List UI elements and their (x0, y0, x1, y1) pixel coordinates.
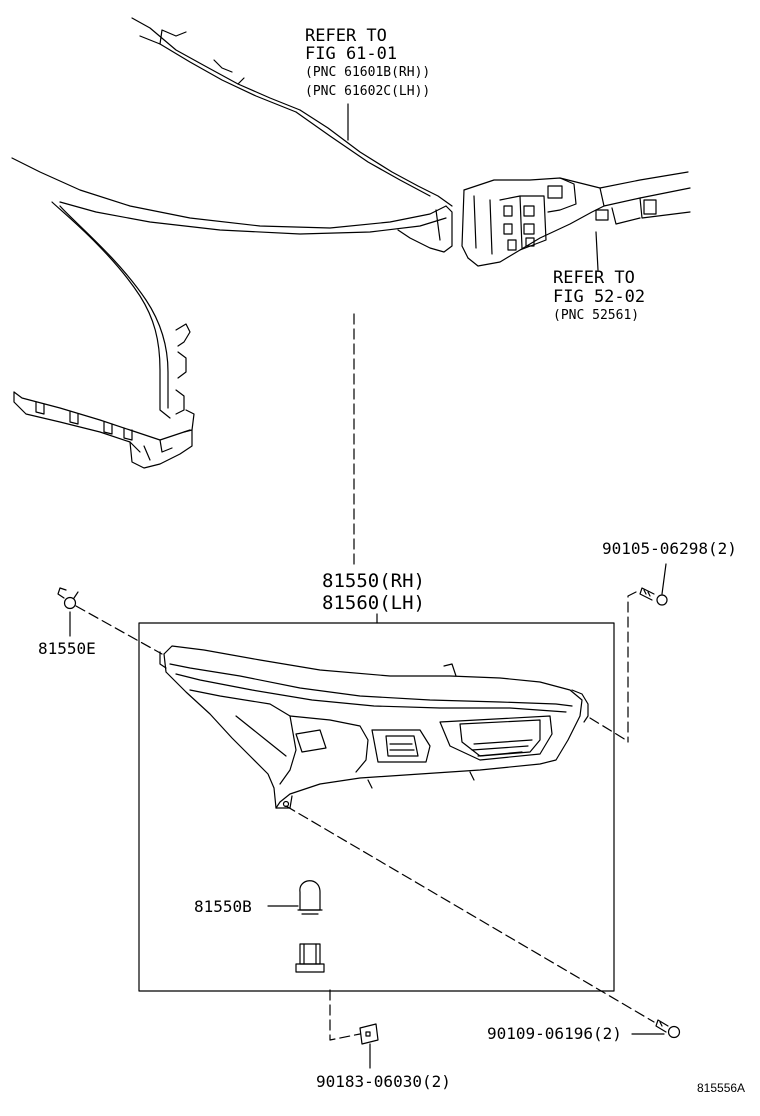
support-bracket (461, 171, 691, 267)
dashed-connector-clip (75, 605, 163, 655)
bulb-81550B (297, 880, 323, 915)
part-label-81550E: 81550E (38, 639, 96, 658)
part-label-90105: 90105-06298(2) (602, 539, 737, 558)
fender-panel (11, 17, 453, 469)
ref-bracket-line2: FIG 52-02 (553, 287, 646, 307)
part-label-main-lh: 81560(LH) (322, 592, 425, 614)
ref-fender-line1: REFER TO (305, 26, 387, 46)
bolt-90105 (639, 587, 668, 606)
nut-90183 (359, 1023, 379, 1045)
assembly-frame (138, 622, 615, 992)
ref-fender-line2: FIG 61-01 (305, 44, 398, 64)
leader-90105 (661, 563, 667, 595)
lamp-housing (159, 645, 589, 809)
part-label-90109: 90109-06196(2) (487, 1024, 622, 1043)
bolt-90109 (655, 1019, 681, 1039)
dashed-connector-bolt-bottom (285, 805, 655, 1023)
ref-fender-pnc-lh: (PNC 61602C(LH)) (305, 84, 431, 99)
socket (295, 943, 325, 973)
diagram-code: 815556A (697, 1081, 746, 1095)
ref-bracket-pnc: (PNC 52561) (553, 308, 640, 323)
part-label-90183: 90183-06030(2) (316, 1072, 451, 1091)
part-label-81550B: 81550B (194, 897, 252, 916)
dashed-connector-nut (329, 989, 361, 1041)
ref-fender-pnc-rh: (PNC 61601B(RH)) (305, 65, 431, 80)
ref-bracket-line1: REFER TO (553, 268, 635, 288)
clip-81550E (57, 587, 79, 610)
dashed-connector-bolt-top (627, 591, 637, 743)
part-label-main-rh: 81550(RH) (322, 570, 425, 592)
dashed-connector-bolt-top-2 (589, 717, 627, 741)
leader-bracket (595, 231, 599, 271)
